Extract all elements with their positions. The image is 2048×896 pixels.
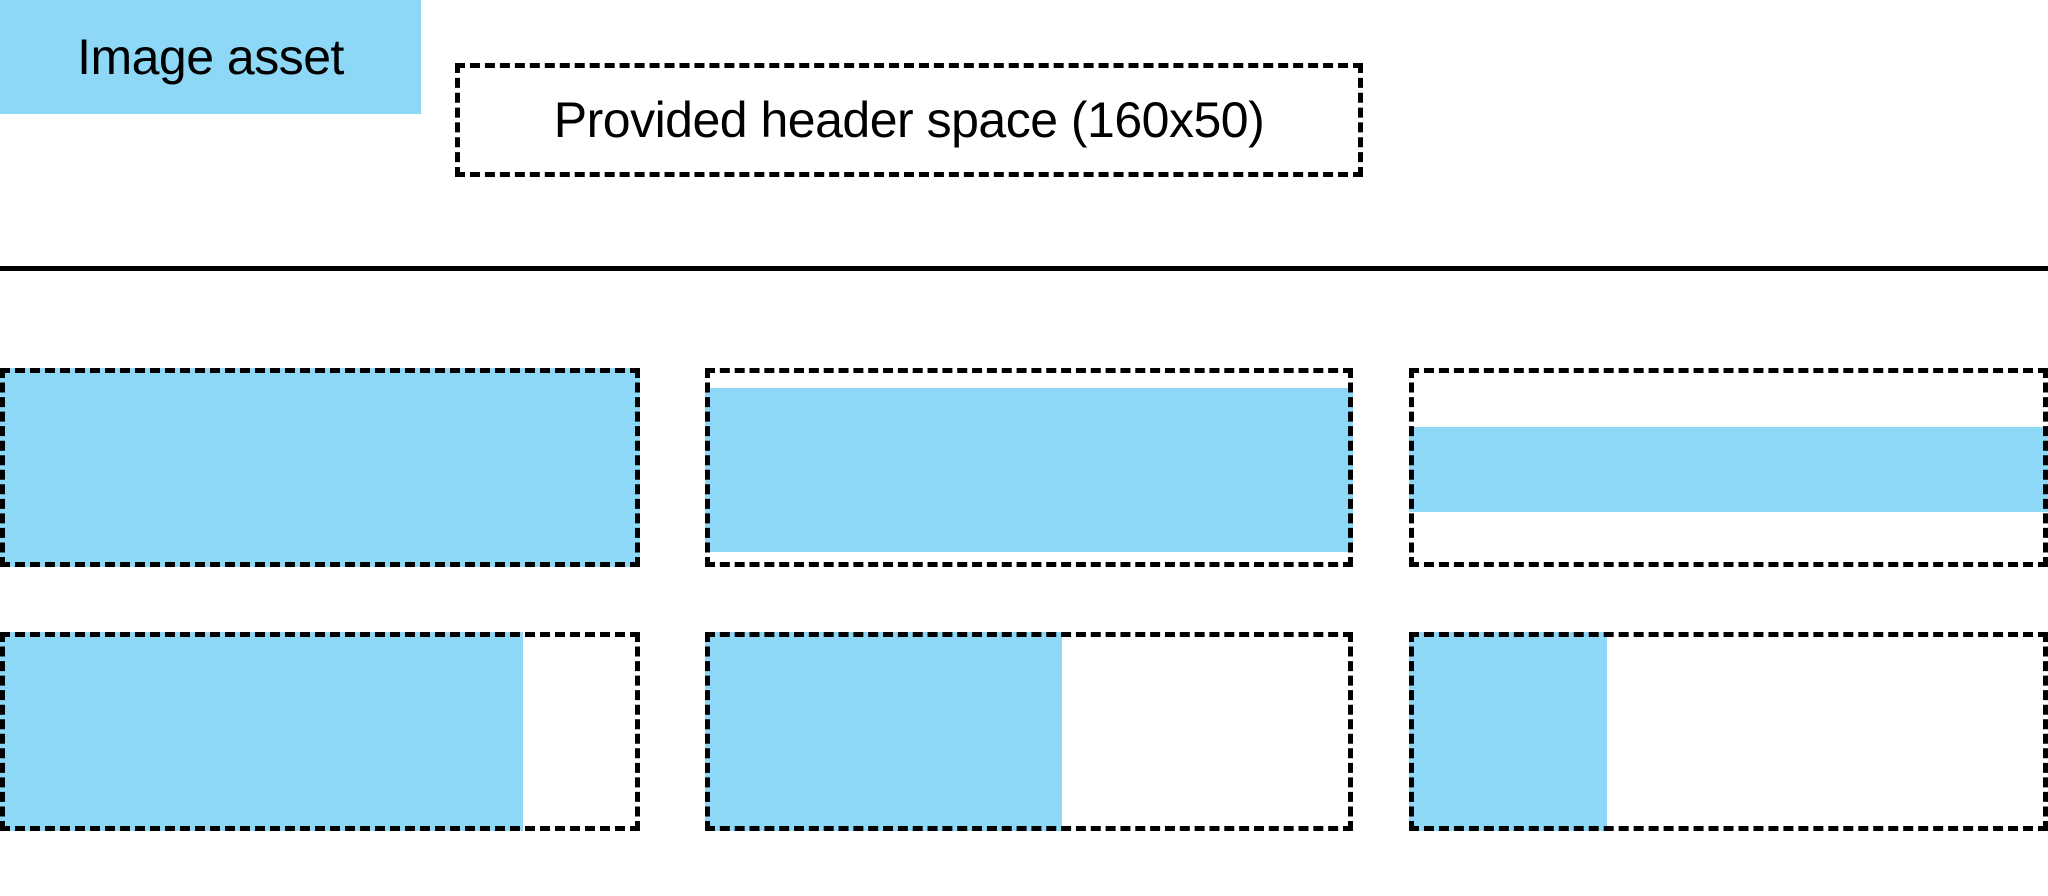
image-asset-swatch: Image asset xyxy=(0,0,421,114)
image-asset-label: Image asset xyxy=(77,29,344,85)
example-tile-left-aligned-large xyxy=(0,632,640,831)
tile-fill xyxy=(705,632,1062,831)
example-tile-left-aligned-half xyxy=(705,632,1353,831)
tile-fill xyxy=(1409,427,2048,512)
section-divider xyxy=(0,266,2048,271)
example-tile-left-aligned-small xyxy=(1409,632,2048,831)
tile-fill xyxy=(1409,632,1607,831)
example-tile-thin-banner-centered xyxy=(1409,368,2048,567)
tile-fill xyxy=(0,368,640,567)
header-space-box: Provided header space (160x50) xyxy=(455,63,1363,177)
example-tile-recommended: Recommended (16:5) xyxy=(0,368,640,567)
tile-fill xyxy=(0,632,523,831)
header-space-label: Provided header space (160x50) xyxy=(553,92,1265,148)
tile-fill xyxy=(705,388,1353,552)
example-tile-wide-letterboxed xyxy=(705,368,1353,567)
